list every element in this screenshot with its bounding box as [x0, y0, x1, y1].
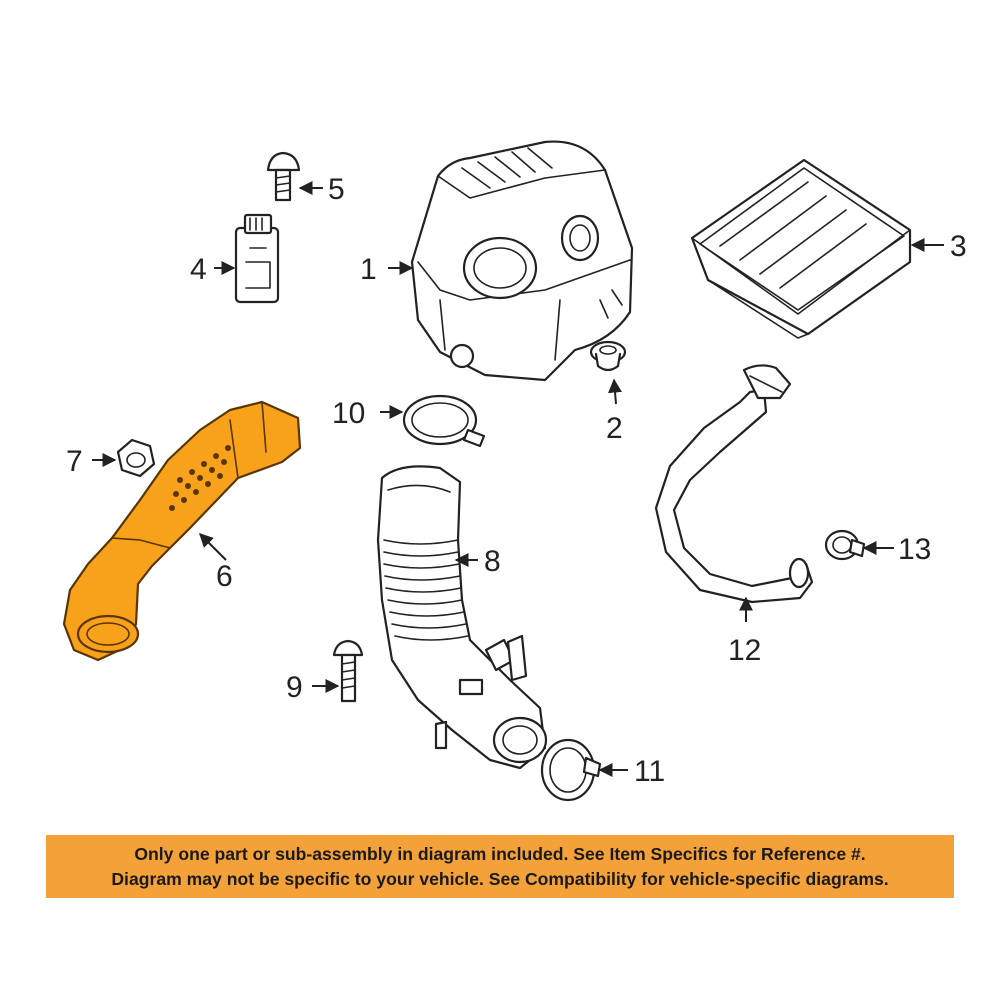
callout-1: 1 — [360, 253, 377, 286]
part-10-clamp[interactable] — [402, 394, 486, 448]
part-3-air-filter[interactable] — [690, 158, 912, 339]
part-7-nut[interactable] — [116, 438, 156, 478]
callout-10: 10 — [332, 397, 365, 430]
callout-5: 5 — [328, 173, 345, 206]
callout-11: 11 — [634, 755, 665, 788]
part-13-clamp[interactable] — [824, 529, 866, 561]
part-6-intake-duct-highlighted[interactable] — [62, 400, 302, 662]
leader-2 — [608, 378, 623, 405]
callout-7: 7 — [66, 445, 83, 478]
duct-grille — [169, 445, 231, 511]
callout-9: 9 — [286, 671, 303, 704]
callout-3: 3 — [950, 230, 967, 263]
leader-6 — [199, 533, 227, 561]
disclaimer-line-2: Diagram may not be specific to your vehi… — [111, 868, 889, 889]
callout-2: 2 — [606, 412, 623, 445]
part-2-grommet[interactable] — [589, 340, 627, 372]
callout-8: 8 — [484, 545, 501, 578]
disclaimer-line-1: Only one part or sub-assembly in diagram… — [134, 843, 866, 864]
callout-4: 4 — [190, 253, 207, 286]
callout-13: 13 — [898, 533, 931, 566]
part-12-breather-hose[interactable] — [654, 364, 814, 604]
part-5-bolt[interactable] — [266, 151, 301, 202]
callout-6: 6 — [216, 560, 233, 593]
part-4-sensor[interactable] — [234, 213, 280, 304]
part-11-clamp[interactable] — [540, 738, 602, 802]
part-9-bolt[interactable] — [332, 639, 364, 703]
part-8-intake-hose[interactable] — [376, 465, 548, 770]
callout-12: 12 — [728, 634, 761, 667]
disclaimer-banner: Only one part or sub-assembly in diagram… — [46, 835, 954, 898]
part-1-air-cleaner-housing[interactable] — [410, 140, 634, 382]
